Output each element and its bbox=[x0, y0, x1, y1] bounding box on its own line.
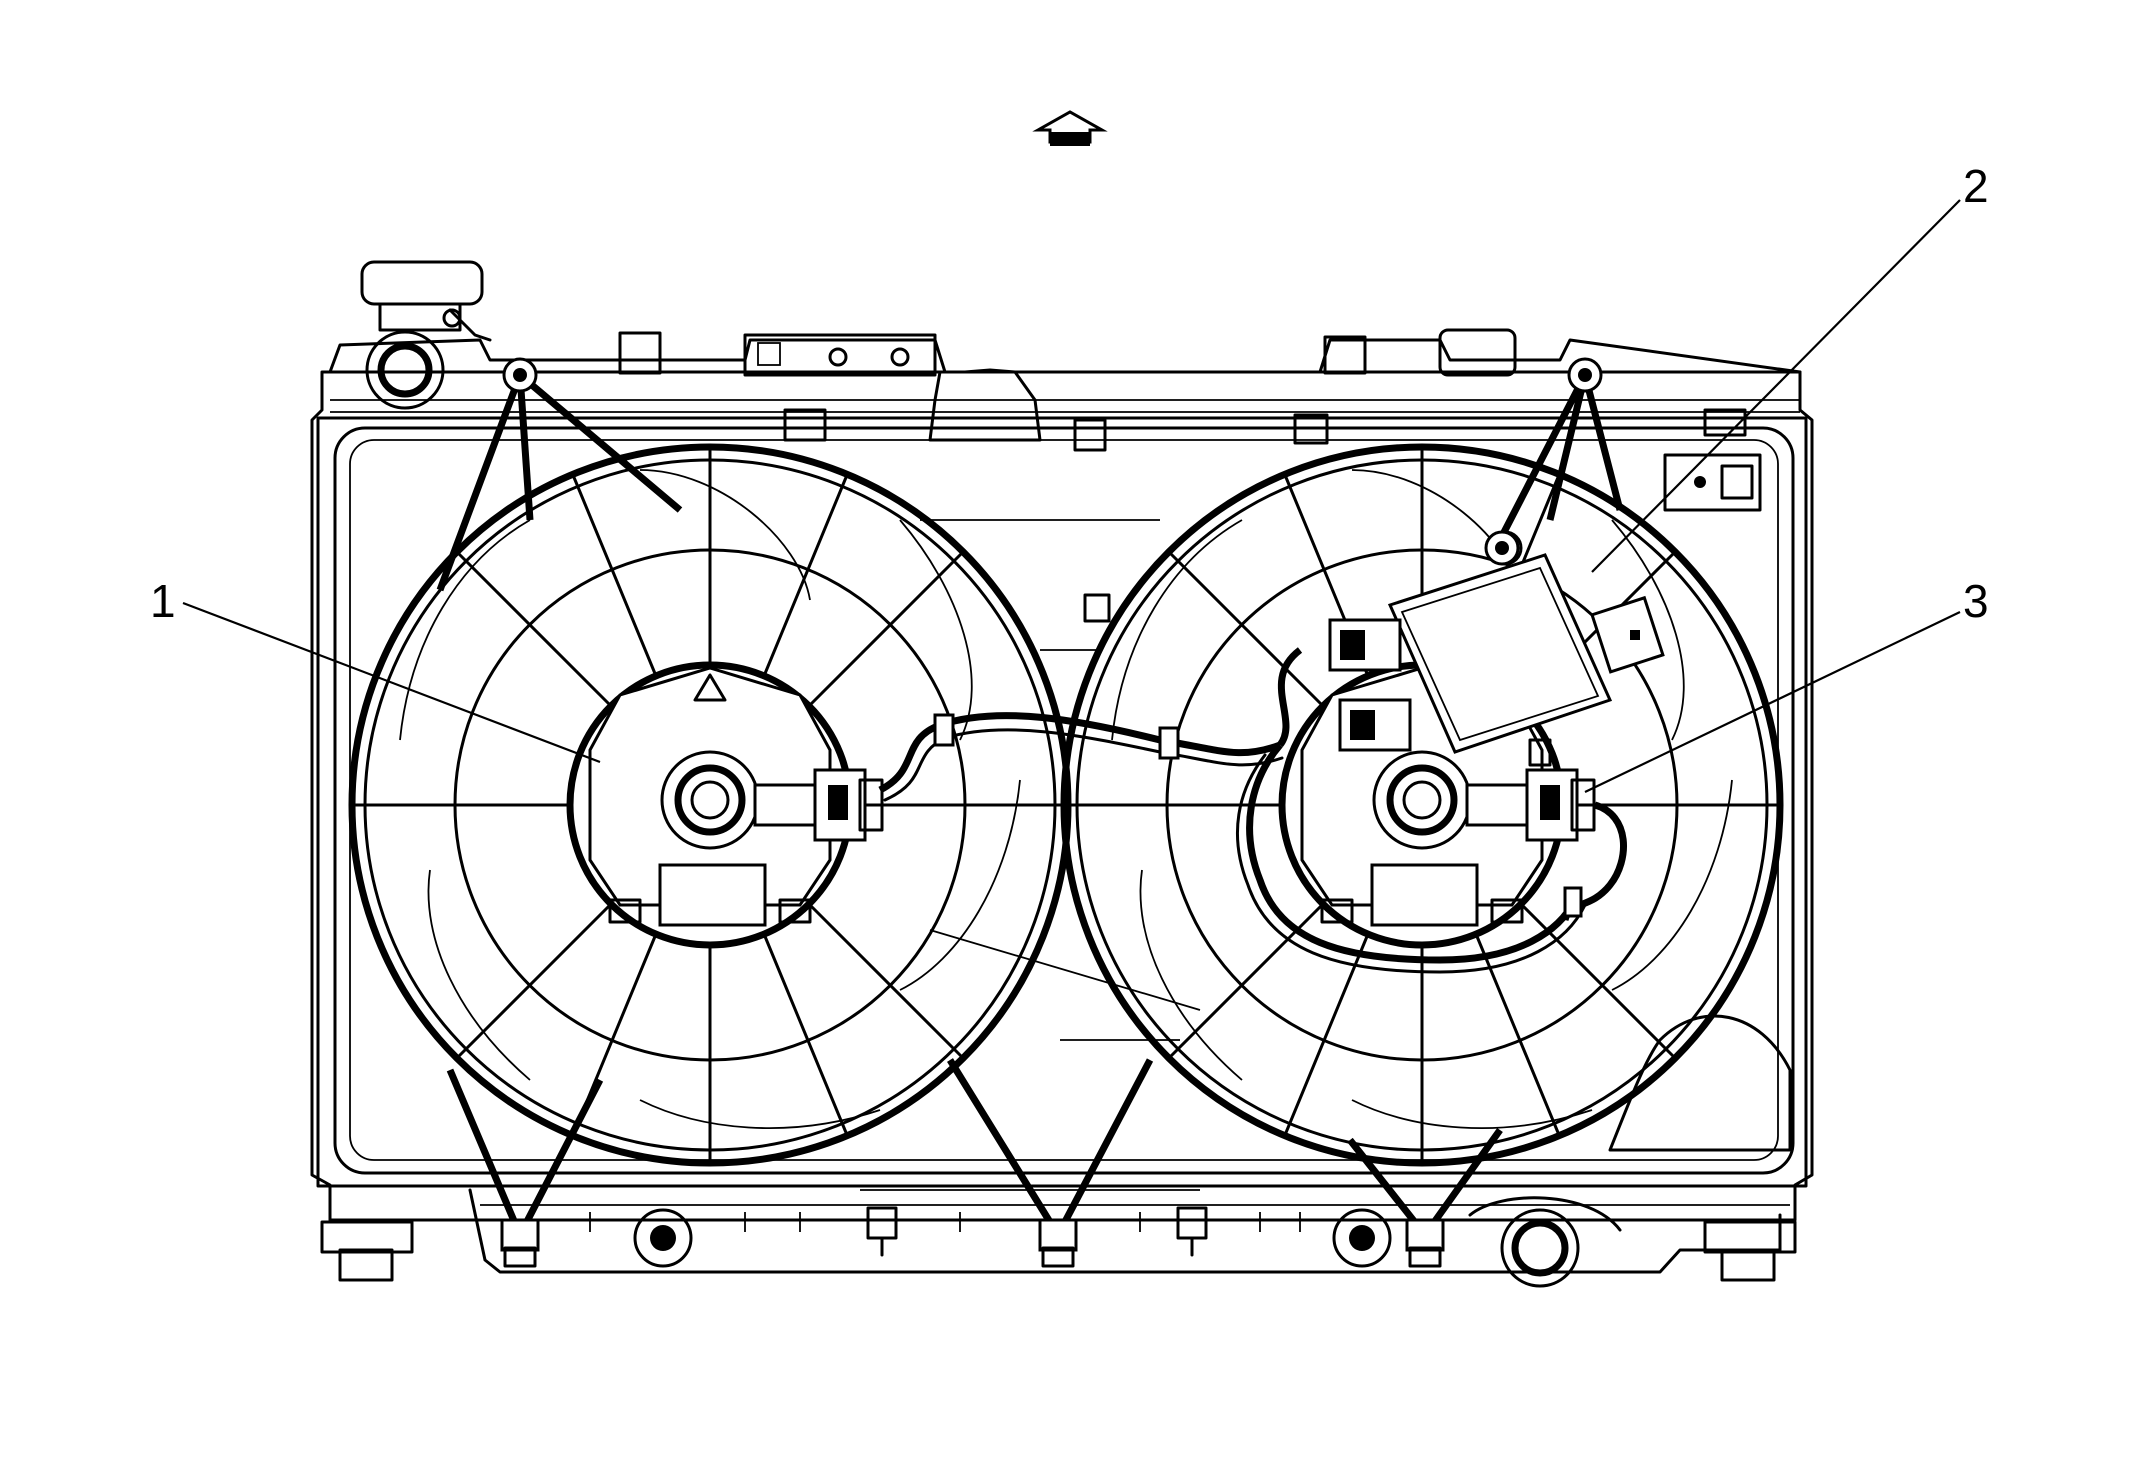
leader-lines bbox=[182, 199, 1961, 793]
right-cooling-fan bbox=[1060, 443, 1784, 1167]
wiring-harness bbox=[878, 647, 1627, 974]
radiator bbox=[310, 328, 1814, 1288]
fan-shroud bbox=[436, 357, 1624, 1268]
left-cooling-fan bbox=[348, 443, 1072, 1167]
fan-control-module bbox=[1328, 530, 1665, 754]
callout-3: 3 bbox=[1963, 575, 1989, 627]
up-arrow-icon bbox=[1032, 110, 1108, 146]
callout-1: 1 bbox=[150, 575, 176, 627]
callout-2: 2 bbox=[1963, 160, 1989, 212]
radiator-cap bbox=[360, 260, 492, 410]
